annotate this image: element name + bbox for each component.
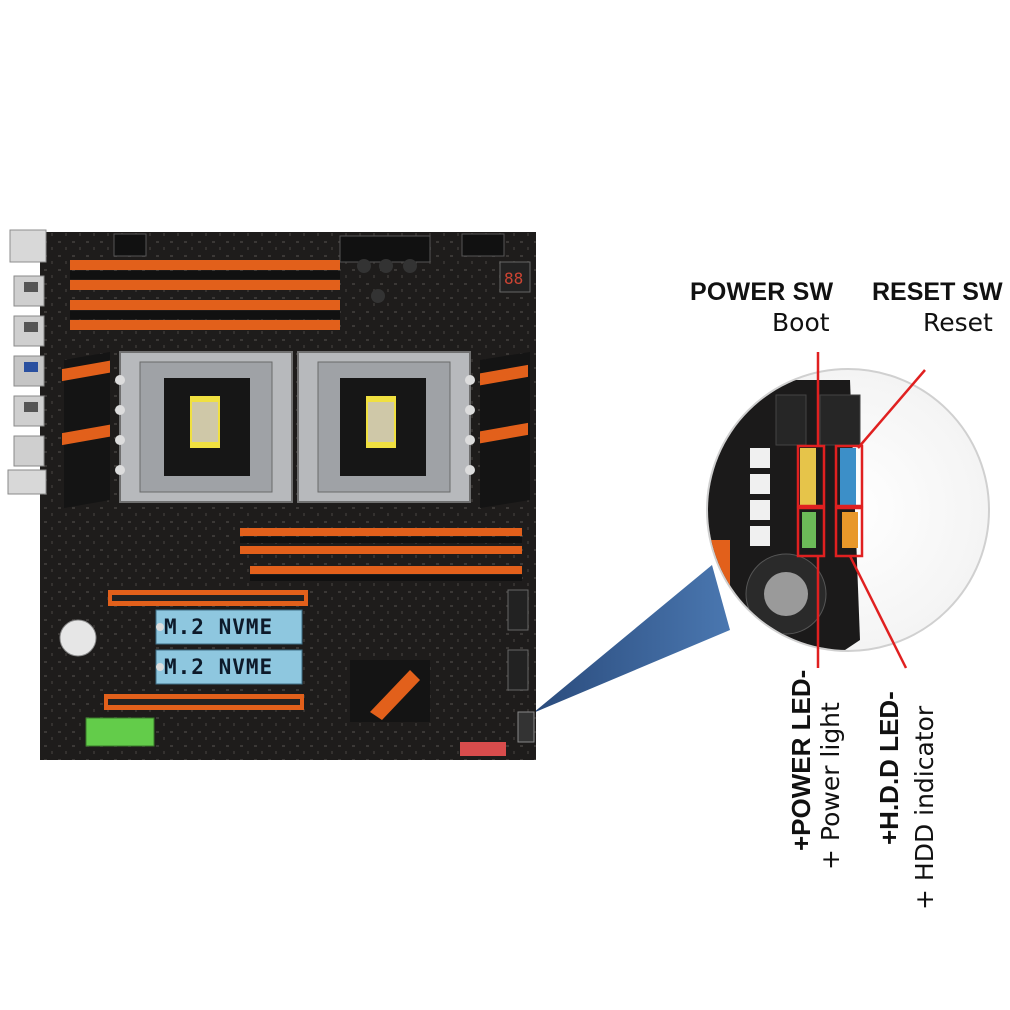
motherboard: 88 bbox=[7, 229, 536, 760]
cpu-socket-1 bbox=[115, 351, 293, 503]
reset-sw-title: RESET SW bbox=[872, 278, 1003, 306]
vrm-heatsinks bbox=[62, 352, 530, 508]
m2-slots bbox=[155, 609, 303, 685]
ram-slots-top bbox=[70, 260, 340, 330]
power-led-title: +POWER LED- bbox=[786, 669, 816, 851]
power-sw-subtitle: Boot bbox=[772, 308, 830, 337]
m2-slot-label: M.2 NVME bbox=[164, 655, 274, 679]
zoom-pointer bbox=[533, 565, 730, 713]
svg-text:88: 88 bbox=[504, 269, 523, 288]
cpu-socket-2 bbox=[297, 351, 475, 503]
reset-sw-subtitle: Reset bbox=[923, 308, 993, 337]
ram-slots-bottom bbox=[240, 528, 522, 581]
m2-slot-label: M.2 NVME bbox=[164, 615, 274, 639]
power-led-subtitle: + Power light bbox=[816, 702, 845, 870]
hdd-led-title: +H.D.D LED- bbox=[874, 691, 904, 845]
hdd-led-subtitle: + HDD indicator bbox=[910, 705, 939, 910]
zoom-circle bbox=[706, 352, 990, 669]
pcie-slots bbox=[104, 590, 308, 710]
front-panel-header bbox=[750, 448, 858, 548]
io-ports bbox=[7, 229, 47, 495]
power-sw-title: POWER SW bbox=[690, 278, 834, 306]
